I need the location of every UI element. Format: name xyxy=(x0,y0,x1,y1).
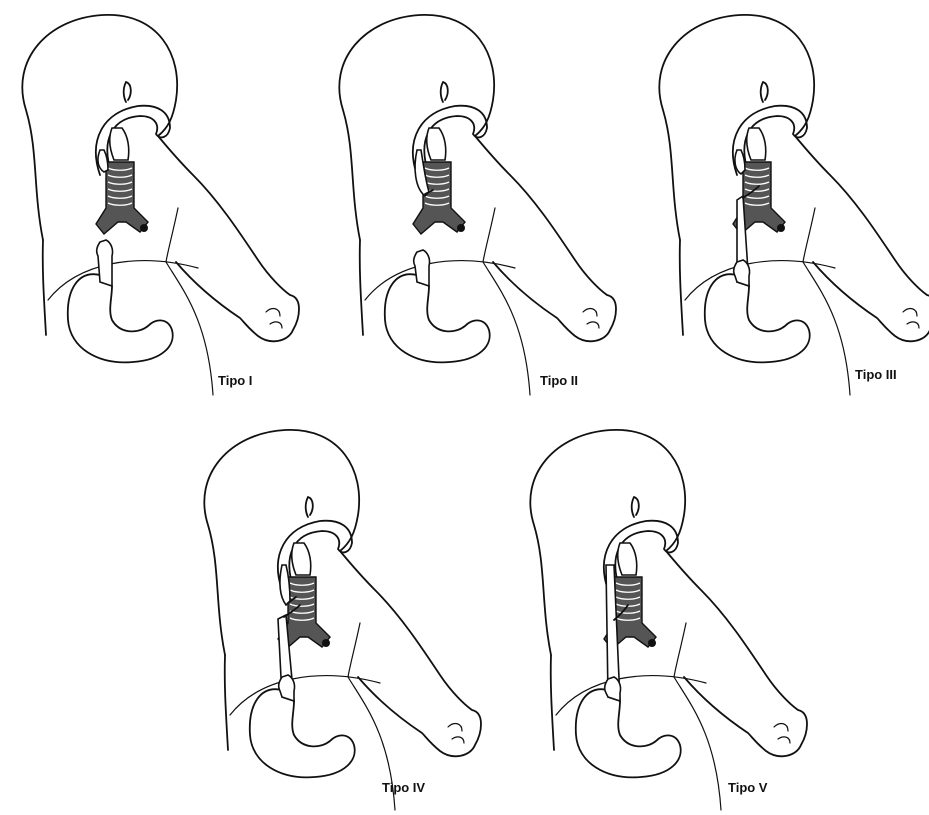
larynx xyxy=(110,128,129,160)
fist-detail xyxy=(448,724,464,743)
panel-tipo-4: Tipo IV xyxy=(190,415,490,815)
proximal-pouch xyxy=(280,565,290,605)
fist-detail xyxy=(903,309,919,328)
panel-label: Tipo V xyxy=(728,780,767,795)
torso-left-edge xyxy=(551,655,554,750)
arm-contour xyxy=(483,208,530,395)
larynx xyxy=(747,128,766,160)
body-outline xyxy=(339,15,616,341)
distal-esophagus xyxy=(97,240,113,286)
illustration-tipo-3 xyxy=(645,0,929,400)
panel-label: Tipo II xyxy=(540,373,578,388)
bronchus-node xyxy=(140,224,148,232)
distal-esophagus xyxy=(605,677,621,701)
torso-left-edge xyxy=(360,240,363,335)
fist-detail xyxy=(266,309,282,328)
distal-esophagus xyxy=(414,250,430,286)
larynx xyxy=(427,128,446,160)
nasal-cavity xyxy=(632,497,639,517)
stomach xyxy=(576,689,681,777)
stomach xyxy=(68,274,173,362)
panel-label: Tipo I xyxy=(218,373,252,388)
fist-detail xyxy=(774,724,790,743)
panel-label: Tipo III xyxy=(855,367,897,382)
panel-tipo-1: Tipo I xyxy=(8,0,308,400)
stomach xyxy=(385,274,490,362)
body-outline xyxy=(22,15,299,341)
nasal-cavity xyxy=(124,82,131,102)
torso-left-edge xyxy=(680,240,683,335)
arm-contour xyxy=(166,208,213,395)
torso-left-edge xyxy=(225,655,228,750)
distal-esophagus xyxy=(734,260,750,286)
nasal-cavity xyxy=(441,82,448,102)
bronchus-node xyxy=(457,224,465,232)
body-outline xyxy=(204,430,481,756)
panel-tipo-2: Tipo II xyxy=(325,0,625,400)
distal-esophagus xyxy=(279,675,295,701)
larynx xyxy=(292,543,311,575)
nasal-cavity xyxy=(306,497,313,517)
illustration-tipo-5 xyxy=(516,415,816,815)
panel-tipo-3: Tipo III xyxy=(645,0,929,400)
arm-contour xyxy=(803,208,850,395)
torso-left-edge xyxy=(43,240,46,335)
body-outline xyxy=(530,430,807,756)
bronchus-node xyxy=(322,639,330,647)
larynx xyxy=(618,543,637,575)
stomach xyxy=(250,689,355,777)
body-outline xyxy=(659,15,929,341)
illustration-tipo-2 xyxy=(325,0,625,400)
stomach xyxy=(705,274,810,362)
panel-label: Tipo IV xyxy=(382,780,425,795)
arm-contour xyxy=(674,623,721,810)
fist-detail xyxy=(583,309,599,328)
panel-tipo-5: Tipo V xyxy=(516,415,816,815)
illustration-tipo-4 xyxy=(190,415,490,815)
bronchus-node xyxy=(648,639,656,647)
illustration-tipo-1 xyxy=(8,0,308,400)
nasal-cavity xyxy=(761,82,768,102)
bronchus-node xyxy=(777,224,785,232)
